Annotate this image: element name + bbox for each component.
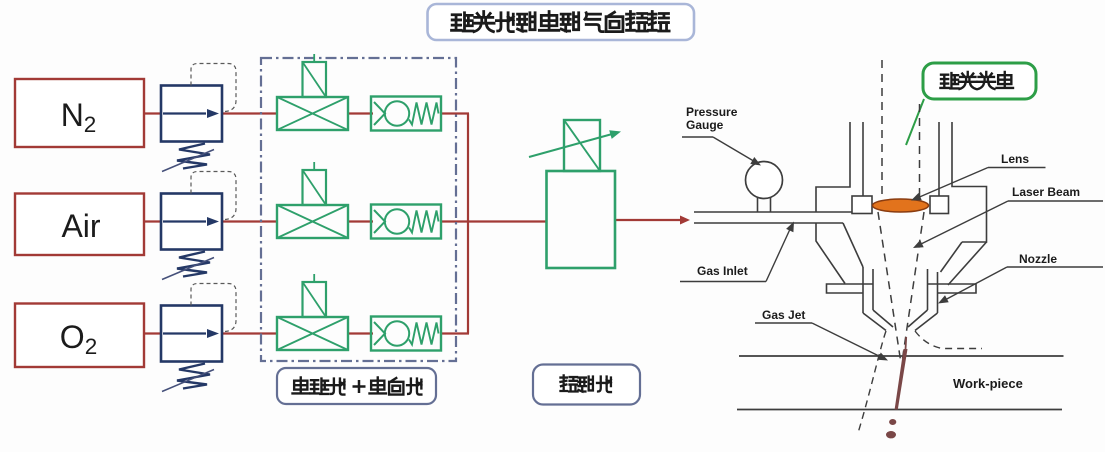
- svg-text:Gas Jet: Gas Jet: [762, 308, 805, 322]
- svg-text:Gas Inlet: Gas Inlet: [697, 264, 748, 278]
- svg-text:Work-piece: Work-piece: [953, 376, 1023, 391]
- svg-text:Nozzle: Nozzle: [1019, 252, 1057, 266]
- svg-text:Gauge: Gauge: [686, 118, 724, 132]
- svg-text:Pressure: Pressure: [686, 105, 738, 119]
- svg-text:Lens: Lens: [1001, 152, 1029, 166]
- svg-text:Air: Air: [61, 208, 100, 244]
- svg-text:Laser Beam: Laser Beam: [1012, 185, 1080, 199]
